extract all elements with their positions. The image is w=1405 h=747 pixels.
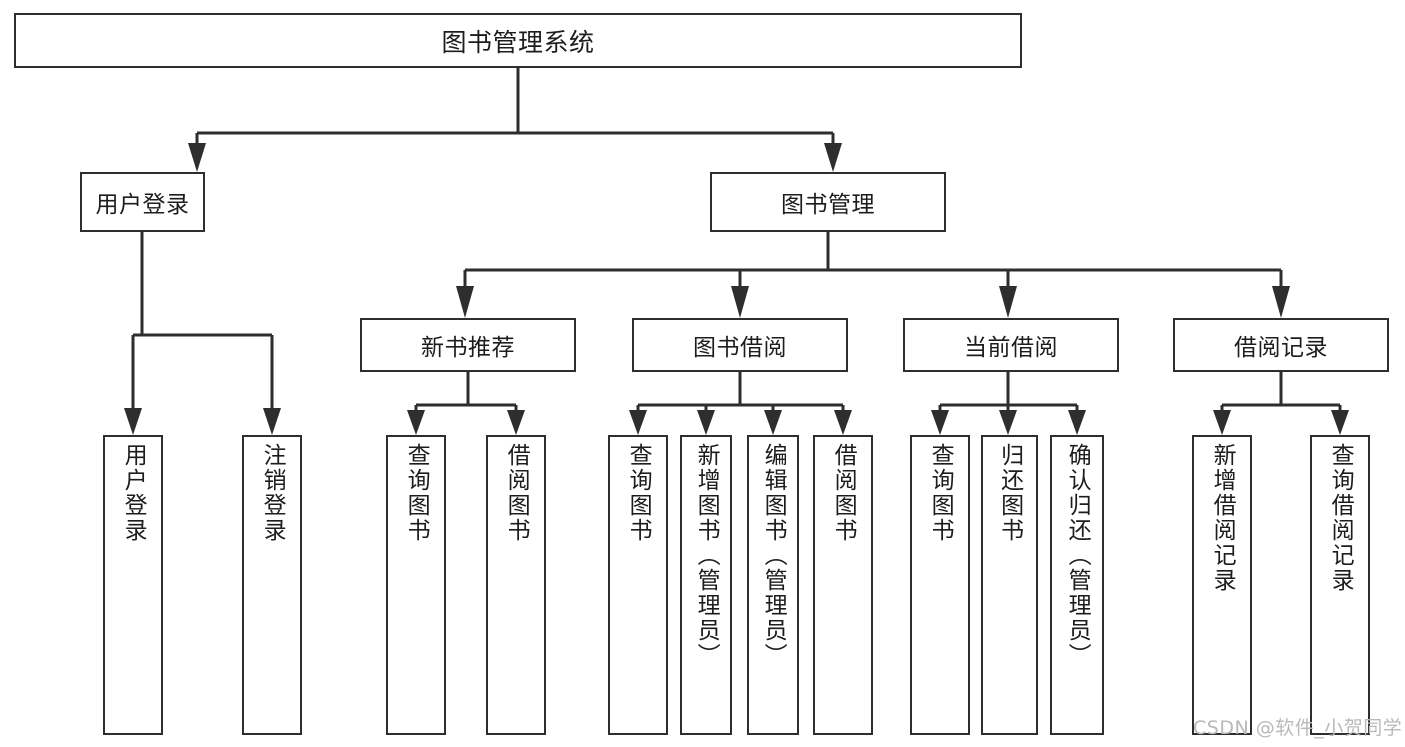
node-borrow-record-label: 借阅记录 (1234, 335, 1328, 361)
node-borrow-record[interactable]: 借阅记录 (1173, 318, 1389, 372)
node-book-borrow[interactable]: 图书借阅 (632, 318, 848, 372)
leaf-label: 确认归还（管理员） (1064, 443, 1091, 668)
leaf-label: 注销登录 (259, 443, 286, 543)
leaf-current-return-book[interactable]: 归还图书 (981, 435, 1038, 735)
node-book-management[interactable]: 图书管理 (710, 172, 946, 232)
leaf-label: 借阅图书 (830, 443, 857, 543)
node-new-book-recommend-label: 新书推荐 (421, 335, 515, 361)
leaf-label: 用户登录 (120, 443, 147, 543)
leaf-new-book-query[interactable]: 查询图书 (386, 435, 446, 735)
leaf-label: 查询图书 (625, 443, 652, 543)
node-user-login[interactable]: 用户登录 (80, 172, 205, 232)
leaf-label: 归还图书 (996, 443, 1023, 543)
leaf-label: 借阅图书 (503, 443, 530, 543)
leaf-borrow-borrow-book[interactable]: 借阅图书 (813, 435, 873, 735)
node-new-book-recommend[interactable]: 新书推荐 (360, 318, 576, 372)
node-user-login-label: 用户登录 (95, 192, 190, 218)
node-current-borrow[interactable]: 当前借阅 (903, 318, 1119, 372)
leaf-record-add-borrow-record[interactable]: 新增借阅记录 (1192, 435, 1252, 735)
leaf-user-login-signin[interactable]: 用户登录 (103, 435, 163, 735)
leaf-borrow-add-book-admin[interactable]: 新增图书（管理员） (680, 435, 732, 735)
node-root-label: 图书管理系统 (441, 27, 595, 57)
node-root-system[interactable]: 图书管理系统 (14, 13, 1022, 68)
leaf-current-query-book[interactable]: 查询图书 (910, 435, 970, 735)
leaf-label: 新增图书（管理员） (693, 443, 720, 668)
csdn-watermark: CSDN @软件_小贺同学 (1193, 717, 1403, 739)
leaf-user-login-signout[interactable]: 注销登录 (242, 435, 302, 735)
node-current-borrow-label: 当前借阅 (964, 335, 1058, 361)
node-book-management-label: 图书管理 (781, 192, 875, 218)
leaf-label: 查询图书 (927, 443, 954, 543)
node-book-borrow-label: 图书借阅 (693, 335, 787, 361)
leaf-label: 查询图书 (403, 443, 430, 543)
leaf-label: 编辑图书（管理员） (760, 443, 787, 668)
leaf-label: 查询借阅记录 (1327, 443, 1354, 593)
leaf-label: 新增借阅记录 (1209, 443, 1236, 593)
leaf-borrow-edit-book-admin[interactable]: 编辑图书（管理员） (747, 435, 799, 735)
leaf-current-confirm-return-admin[interactable]: 确认归还（管理员） (1050, 435, 1104, 735)
leaf-borrow-query-book[interactable]: 查询图书 (608, 435, 668, 735)
leaf-record-query-borrow-record[interactable]: 查询借阅记录 (1310, 435, 1370, 735)
leaf-new-book-borrow[interactable]: 借阅图书 (486, 435, 546, 735)
